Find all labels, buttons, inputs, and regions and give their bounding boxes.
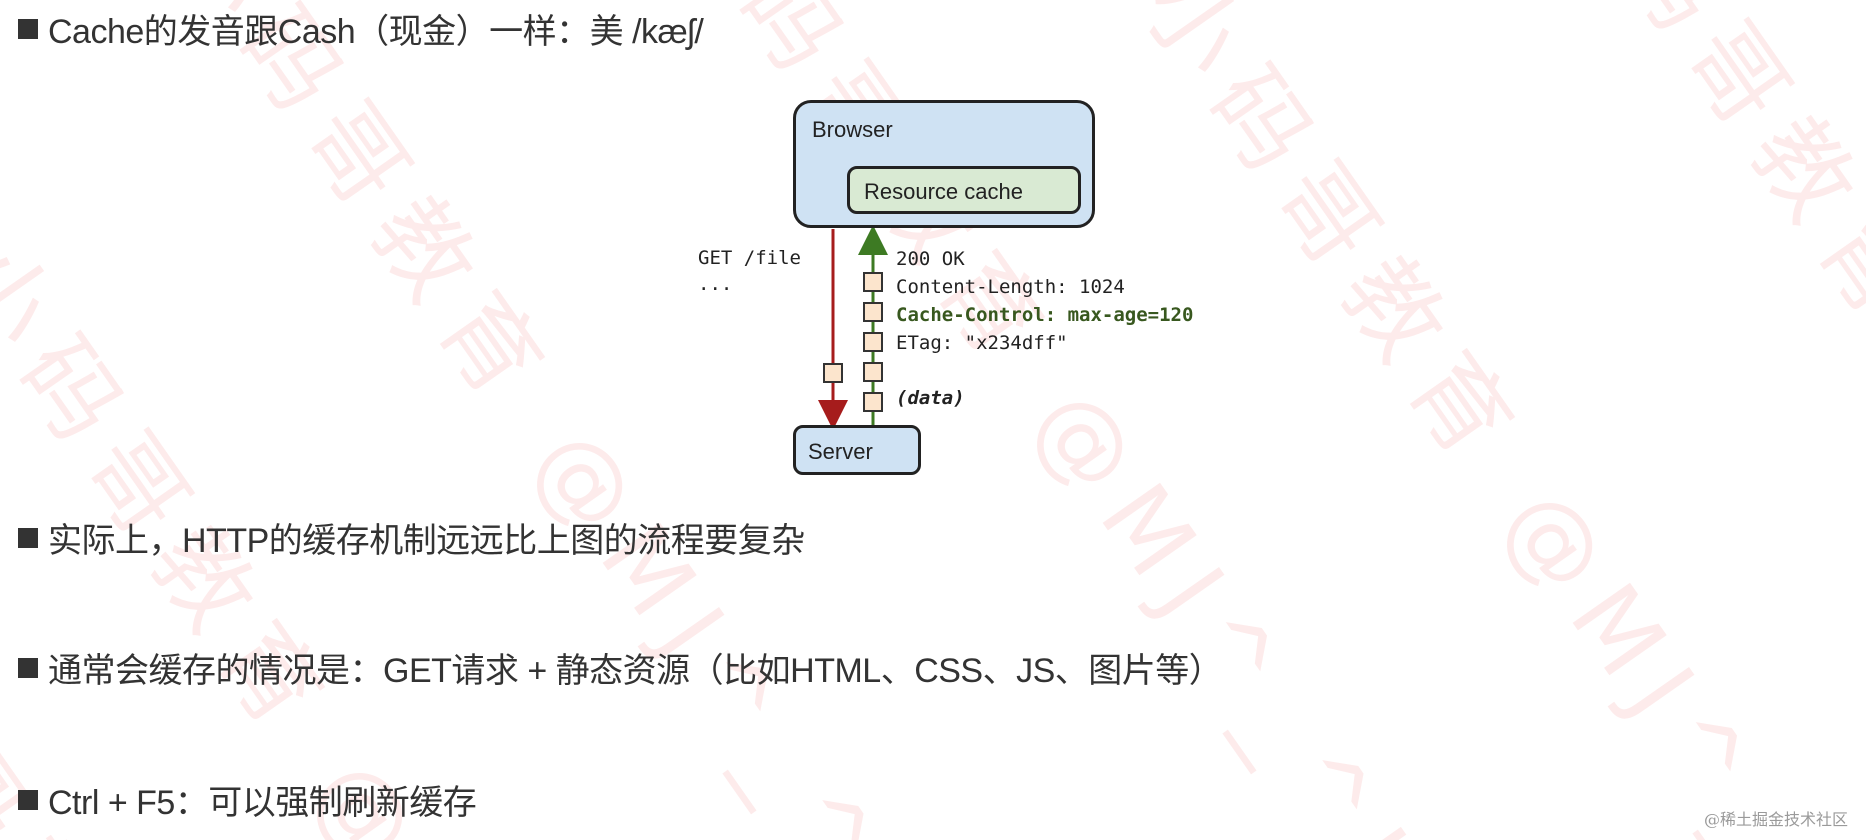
response-status-line: 200 OK (896, 248, 965, 270)
bullet-cacheable: 通常会缓存的情况是：GET请求 + 静态资源（比如HTML、CSS、JS、图片等… (18, 643, 1223, 692)
browser-label: Browser (812, 117, 893, 142)
request-line: GET /file (698, 247, 801, 269)
server-box: Server (793, 425, 921, 475)
cache-control-header-line: Cache-Control: max-age=120 (896, 304, 1194, 326)
response-data-label: (data) (896, 387, 965, 409)
square-bullet-icon (18, 18, 38, 39)
square-bullet-icon (18, 789, 38, 810)
http-cache-diagram: Browser Resource cache Server GET /file … (690, 95, 1250, 480)
bullet-text: Cache的发音跟Cash（现金）一样：美 /kæʃ/ (48, 13, 704, 51)
square-bullet-icon (18, 527, 38, 548)
response-packet-icon (863, 302, 883, 322)
response-packet-icon (863, 362, 883, 382)
bullet-pronunciation: Cache的发音跟Cash（现金）一样：美 /kæʃ/ (18, 4, 704, 53)
response-packet-icon (863, 332, 883, 352)
bullet-text: 实际上，HTTP的缓存机制远远比上图的流程要复杂 (48, 522, 805, 560)
bullet-force-refresh: Ctrl + F5：可以强制刷新缓存 (18, 775, 477, 824)
etag-header-line: ETag: "x234dff" (896, 332, 1068, 354)
bullet-complexity: 实际上，HTTP的缓存机制远远比上图的流程要复杂 (18, 513, 805, 562)
server-label: Server (808, 439, 873, 464)
resource-cache-box: Resource cache (847, 166, 1081, 214)
response-packet-icon (863, 272, 883, 292)
square-bullet-icon (18, 657, 38, 678)
resource-cache-label: Resource cache (864, 179, 1023, 204)
source-credit: @稀土掘金技术社区 (1703, 810, 1848, 829)
response-header-line: Content-Length: 1024 (896, 276, 1125, 298)
request-packet-icon (823, 363, 843, 383)
response-packet-icon (863, 392, 883, 412)
bullet-text: Ctrl + F5：可以强制刷新缓存 (48, 784, 477, 822)
bullet-text: 通常会缓存的情况是：GET请求 + 静态资源（比如HTML、CSS、JS、图片等… (48, 652, 1223, 690)
request-line: ... (698, 273, 733, 295)
